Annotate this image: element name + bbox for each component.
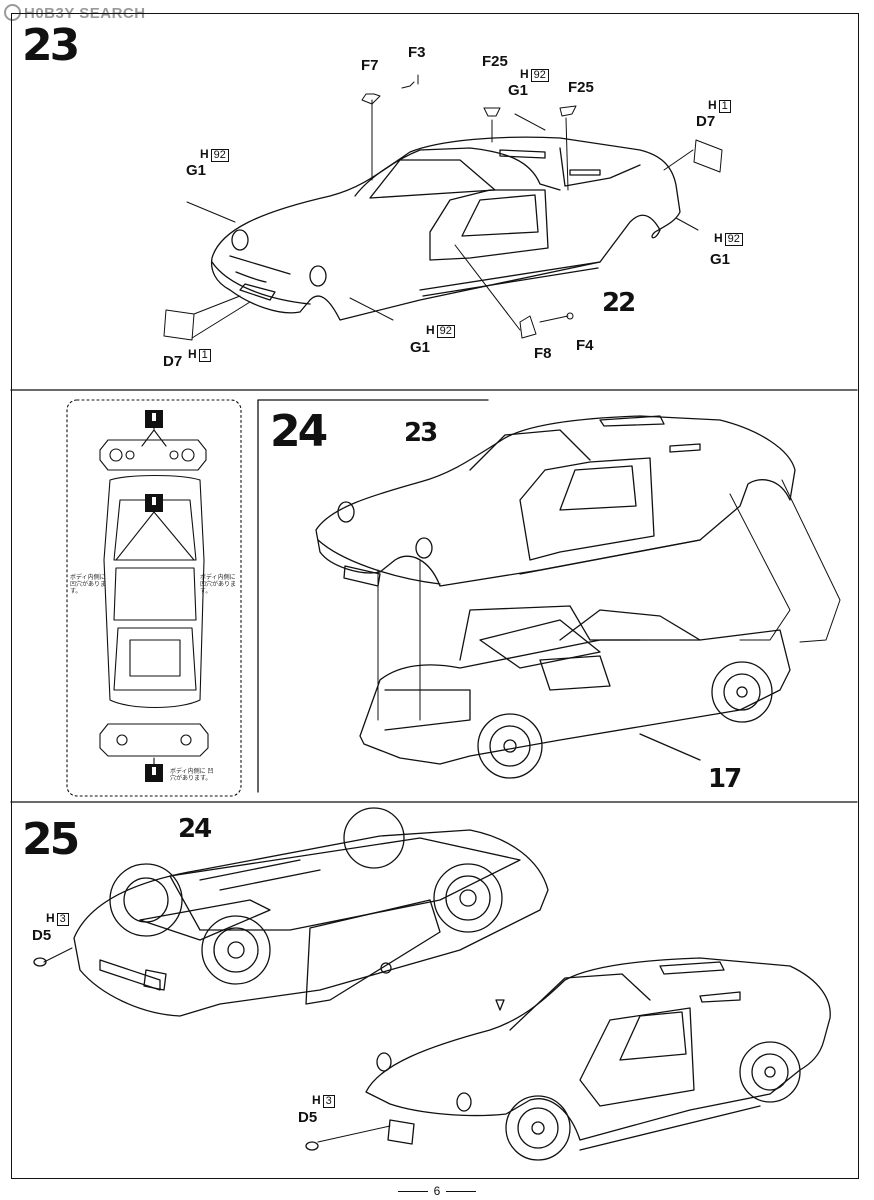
part-label-g1-top: G1	[508, 82, 529, 99]
step24-box-lines	[257, 399, 489, 793]
part-label-f3: F3	[408, 44, 426, 61]
step24-guides	[377, 479, 841, 721]
glue-warning-icon	[145, 410, 163, 782]
part-label-f7: F7	[361, 57, 379, 74]
step25-finished-car	[365, 957, 831, 1161]
part-number-24: 24	[178, 814, 212, 844]
note-bottom: ボディ内側に 凹穴があります。	[170, 768, 214, 783]
part-number-23: 23	[404, 418, 438, 448]
step-number-25: 25	[22, 814, 80, 865]
note-left: ボディ内側に 凹穴があります。	[70, 574, 107, 596]
watermark-logo-icon	[4, 4, 21, 21]
step-number-23: 23	[22, 20, 80, 71]
step25-underside	[73, 807, 549, 1017]
part-label-d7-left: D7	[163, 353, 183, 370]
part-label-g1-right: G1	[710, 251, 731, 268]
part-label-d7-right: D7	[696, 113, 716, 130]
page-frame	[11, 13, 859, 1179]
part-number-17: 17	[708, 764, 742, 794]
part-number-22: 22	[602, 288, 636, 318]
note-right: ボディ内側に 凹穴があります。	[200, 574, 237, 596]
part-label-d5-a: D5	[32, 927, 52, 944]
step24-topview	[66, 399, 242, 797]
step24-body	[315, 415, 796, 587]
part-label-f25-a: F25	[482, 53, 508, 70]
part-label-f8: F8	[534, 345, 552, 362]
part-label-f25-b: F25	[568, 79, 594, 96]
step24-chassis	[359, 605, 791, 779]
step-number-24: 24	[270, 406, 328, 457]
step23-leaders	[163, 74, 723, 341]
part-label-g1-bottom: G1	[410, 339, 431, 356]
part-label-g1-left: G1	[186, 162, 207, 179]
step23-car-body	[210, 136, 681, 321]
part-label-f4: F4	[576, 337, 594, 354]
page-number: 6	[0, 1184, 874, 1198]
part-label-d5-b: D5	[298, 1109, 318, 1126]
